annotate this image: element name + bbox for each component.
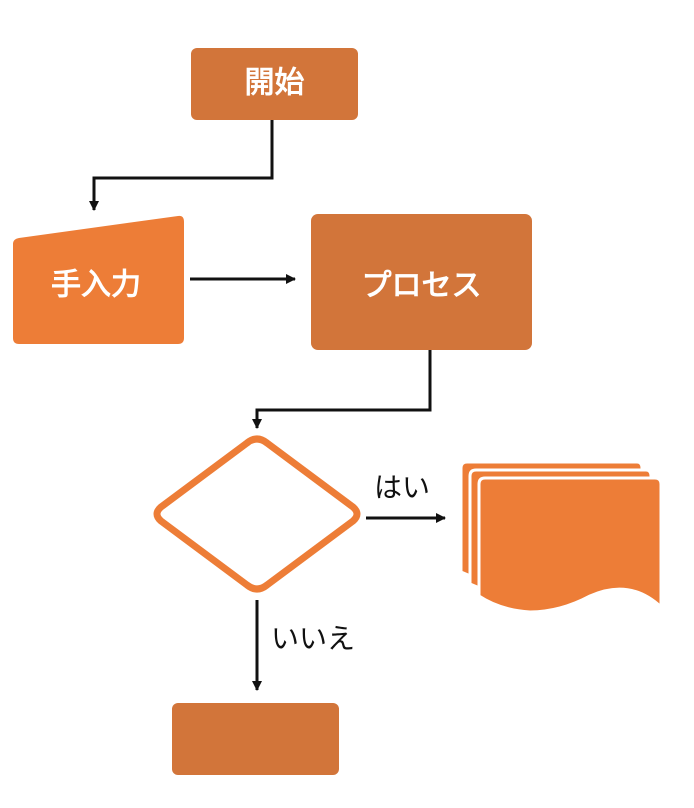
start-label: 開始 [245,66,305,101]
process-node: プロセス [311,214,532,350]
no-label: いいえ [271,622,355,655]
manual-input-label: 手入力 [51,268,141,303]
end-box [172,703,339,775]
manual-input-shape [13,215,184,344]
end-node [172,703,339,775]
start-node: 開始 [191,48,358,120]
start-box [191,48,358,120]
documents-node [459,460,663,614]
yes-label: はい [374,471,430,504]
connector-process-to-decision [252,350,432,429]
connector-start-to-input [89,120,274,211]
process-label: プロセス [362,269,482,304]
document-front [477,476,663,614]
decision-diamond [153,435,361,593]
process-box [311,214,532,350]
decision-node [153,435,361,593]
manual-input-node: 手入力 [13,215,184,344]
